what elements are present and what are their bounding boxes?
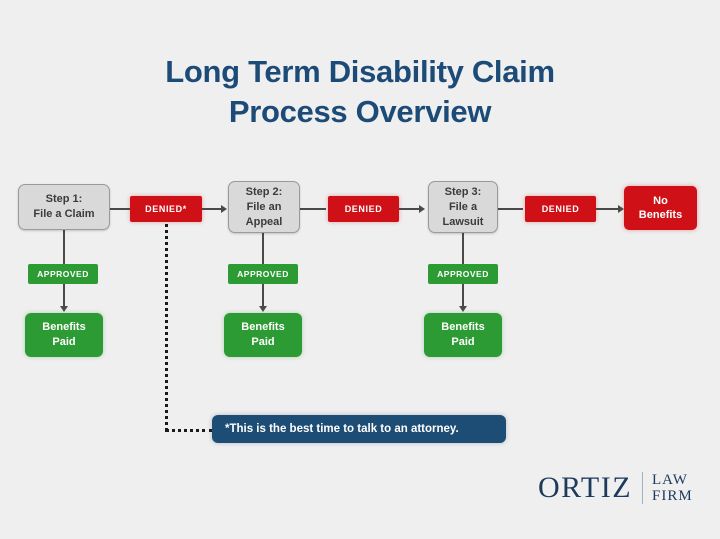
step-1-label-line-1: Step 1:	[45, 193, 83, 205]
denied-1-label: DENIED*	[145, 204, 187, 214]
page-title: Long Term Disability Claim Process Overv…	[0, 52, 720, 132]
no-benefits-label-line-1: No	[653, 195, 668, 207]
connector-step1-to-denied1	[110, 208, 131, 210]
step-2-label-line-2: File an	[246, 200, 282, 213]
denied-3-box[interactable]: DENIED	[525, 196, 596, 222]
logo-primary-text: ORTIZ	[538, 471, 633, 504]
step-1-box[interactable]: Step 1: File a Claim	[18, 184, 110, 230]
connector-approved1-to-paid1	[63, 284, 65, 310]
benefits-paid-2-label: Benefits Paid	[224, 320, 302, 350]
approved-2-label: APPROVED	[237, 269, 289, 279]
page-title-line-2: Process Overview	[228, 94, 492, 129]
denied-1-box[interactable]: DENIED*	[130, 196, 202, 222]
step-3-label: Step 3: File a Lawsuit	[429, 185, 497, 230]
attorney-callout-label: *This is the best time to talk to an att…	[225, 423, 459, 435]
approved-1-box[interactable]: APPROVED	[28, 264, 98, 284]
arrowhead-to-no-benefits	[618, 205, 624, 213]
benefits-paid-3-label: Benefits Paid	[424, 320, 502, 350]
attorney-callout-box[interactable]: *This is the best time to talk to an att…	[212, 415, 506, 443]
denied-2-box[interactable]: DENIED	[328, 196, 399, 222]
denied-3-label: DENIED	[541, 204, 580, 214]
benefits-paid-1-label: Benefits Paid	[25, 320, 103, 350]
benefits-paid-3-line-2: Paid	[451, 336, 475, 348]
logo-divider	[642, 472, 644, 504]
step-1-label-line-2: File a Claim	[33, 208, 95, 220]
arrowhead-to-paid2	[259, 306, 267, 312]
logo-secondary-line-2: FIRM	[652, 488, 693, 504]
step-3-label-line-3: Lawsuit	[442, 215, 484, 228]
benefits-paid-2-box[interactable]: Benefits Paid	[224, 313, 302, 357]
step-3-label-line-1: Step 3:	[444, 185, 482, 198]
connector-denied1-to-callout-horizontal	[165, 429, 213, 435]
benefits-paid-3-line-1: Benefits	[441, 321, 485, 333]
approved-1-label: APPROVED	[37, 269, 89, 279]
denied-2-label: DENIED	[344, 204, 383, 214]
benefits-paid-2-line-2: Paid	[251, 336, 275, 348]
benefits-paid-1-box[interactable]: Benefits Paid	[25, 313, 103, 357]
no-benefits-label: No Benefits	[624, 194, 697, 222]
connector-denied3-to-no-benefits	[596, 208, 620, 210]
step-2-label-line-3: Appeal	[245, 215, 283, 228]
approved-3-box[interactable]: APPROVED	[428, 264, 498, 284]
connector-approved3-to-paid3	[462, 284, 464, 310]
step-2-box[interactable]: Step 2: File an Appeal	[228, 181, 300, 233]
connector-step1-to-approved1	[63, 230, 65, 264]
step-2-label: Step 2: File an Appeal	[229, 185, 299, 230]
arrowhead-to-step2	[221, 205, 227, 213]
arrowhead-to-paid1	[60, 306, 68, 312]
connector-denied1-to-step2	[202, 208, 223, 210]
benefits-paid-1-line-2: Paid	[52, 336, 76, 348]
logo-secondary-text: LAW FIRM	[652, 472, 693, 504]
arrowhead-to-paid3	[459, 306, 467, 312]
connector-denied1-to-callout-vertical	[165, 224, 171, 431]
step-3-box[interactable]: Step 3: File a Lawsuit	[428, 181, 498, 233]
connector-step3-to-approved3	[462, 233, 464, 264]
connector-step3-to-denied3	[498, 208, 523, 210]
connector-approved2-to-paid2	[262, 284, 264, 310]
approved-3-label: APPROVED	[437, 269, 489, 279]
benefits-paid-1-line-1: Benefits	[42, 321, 86, 333]
approved-2-box[interactable]: APPROVED	[228, 264, 298, 284]
step-2-label-line-1: Step 2:	[245, 185, 283, 198]
no-benefits-box[interactable]: No Benefits	[624, 186, 697, 230]
step-1-label: Step 1: File a Claim	[19, 192, 109, 222]
step-3-label-line-2: File a	[448, 200, 478, 213]
benefits-paid-2-line-1: Benefits	[241, 321, 285, 333]
connector-step2-to-approved2	[262, 233, 264, 264]
connector-step2-to-denied2	[300, 208, 326, 210]
connector-denied2-to-step3	[399, 208, 420, 210]
logo-secondary-line-1: LAW	[652, 472, 688, 488]
ortiz-law-firm-logo: ORTIZ LAW FIRM	[538, 472, 693, 504]
arrowhead-to-step3	[419, 205, 425, 213]
benefits-paid-3-box[interactable]: Benefits Paid	[424, 313, 502, 357]
no-benefits-label-line-2: Benefits	[638, 209, 683, 221]
page-title-line-1: Long Term Disability Claim	[165, 54, 555, 89]
